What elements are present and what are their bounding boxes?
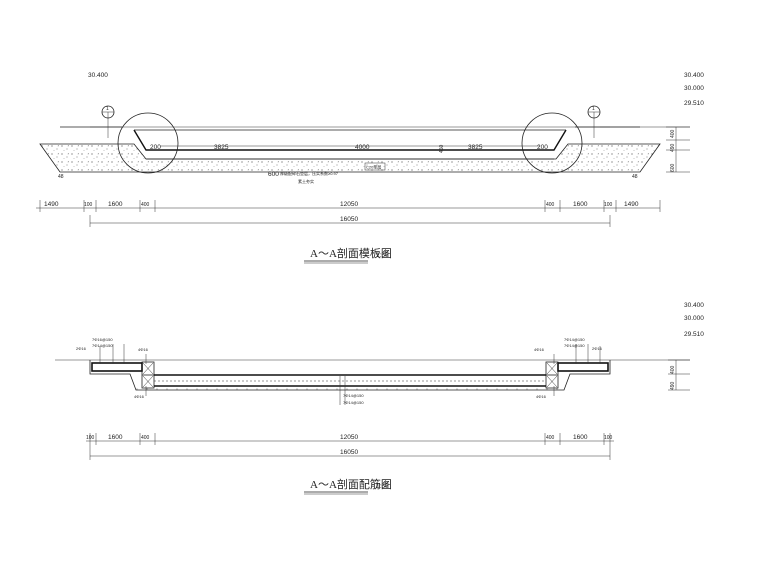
svg-text:400: 400 xyxy=(141,202,150,208)
svg-text:490: 490 xyxy=(670,143,676,152)
svg-text:1: 1 xyxy=(106,106,109,112)
slab-outline xyxy=(133,129,567,151)
c20-note: C20垫层 xyxy=(366,164,381,170)
svg-text:1490: 1490 xyxy=(44,201,59,208)
leaders-2 xyxy=(99,344,601,405)
svg-text:1600: 1600 xyxy=(108,201,123,208)
right-elevation-1: 30.400 xyxy=(684,72,704,79)
section-reinforcement: 30.400 30.000 29.510 xyxy=(55,302,704,495)
svg-text:490: 490 xyxy=(670,381,676,390)
rebar-label-center-1: 7Φ14@150 xyxy=(343,393,364,398)
rebar-label-4-16-tr: 4Φ16 xyxy=(534,347,545,352)
rebar-label-tl-1: 7Φ16@150 xyxy=(92,337,113,342)
vertical-dims: 400 490 600 xyxy=(666,126,690,173)
rebar-top-left xyxy=(91,362,143,372)
svg-text:100: 100 xyxy=(604,202,613,208)
note-600: 600 xyxy=(268,171,279,178)
title-reinforcement: A～A剖面配筋图 xyxy=(310,477,392,491)
svg-text:100: 100 xyxy=(86,435,95,441)
dim-3825-right: 3825 xyxy=(468,144,483,151)
slab-gravel-2 xyxy=(136,387,564,390)
dim-4000: 4000 xyxy=(355,144,370,151)
rebar-label-2-16-left: 2Φ16 xyxy=(76,346,87,351)
vertical-dims-2: 490 400 xyxy=(668,359,690,391)
rebar-top-right xyxy=(557,362,609,372)
dim-200-right: 200 xyxy=(537,144,548,151)
svg-text:400: 400 xyxy=(670,365,676,374)
right-elevation-3b: 29.510 xyxy=(684,331,704,338)
rebar-label-center-2: 7Φ14@150 xyxy=(343,400,364,405)
right-elevation-1b: 30.400 xyxy=(684,302,704,309)
title-formwork: A～A剖面模板图 xyxy=(310,246,392,260)
rebar-label-2-16-right: 2Φ16 xyxy=(592,346,603,351)
dim-200-left: 200 xyxy=(150,144,161,151)
rebar-label-tr-2: 7Φ14@150 xyxy=(564,343,585,348)
svg-text:100: 100 xyxy=(604,435,613,441)
svg-text:400: 400 xyxy=(670,129,676,138)
svg-text:1600: 1600 xyxy=(573,201,588,208)
rebar-label-4-16-br: 4Φ16 xyxy=(536,394,547,399)
detail-bubble-right: 1 xyxy=(587,105,601,138)
slope-left: 48 xyxy=(58,174,64,180)
note-gravel: 厚级配碎石垫层，压实系数≥0.97 xyxy=(280,170,339,176)
scale-reinforcement: 1:50 xyxy=(376,483,389,490)
detail-circle-right xyxy=(521,112,583,174)
svg-text:400: 400 xyxy=(141,435,150,441)
rebar-label-tl-2: 7Φ14@150 xyxy=(92,343,113,348)
dim-chain-bottom-2: 100 1600 400 12050 400 1600 100 16050 xyxy=(86,433,614,460)
right-elevation-3: 29.510 xyxy=(684,100,704,107)
svg-text:16050: 16050 xyxy=(340,216,358,223)
svg-text:12050: 12050 xyxy=(340,434,358,441)
svg-text:12050: 12050 xyxy=(340,201,358,208)
svg-text:1600: 1600 xyxy=(108,434,123,441)
svg-text:16050: 16050 xyxy=(340,449,358,456)
left-elevation: 30.400 xyxy=(88,72,108,79)
svg-text:400: 400 xyxy=(546,435,555,441)
svg-text:600: 600 xyxy=(670,163,676,172)
right-elevation-2: 30.000 xyxy=(684,85,704,92)
scale-formwork: 1:50 xyxy=(376,252,389,259)
dim-450: 450 xyxy=(439,144,445,153)
slope-right: 48 xyxy=(632,174,638,180)
gravel-base xyxy=(39,143,661,173)
detail-bubble-left: 1 xyxy=(101,105,115,138)
svg-text:1: 1 xyxy=(592,106,595,112)
dim-chain-bottom: 1490 100 1600 400 12050 400 1600 100 149… xyxy=(36,200,661,227)
rebar-label-4-16-bl: 4Φ16 xyxy=(134,394,145,399)
note-soil: 素土夯实 xyxy=(298,178,314,184)
detail-circle-left xyxy=(117,112,179,174)
c20-note-box xyxy=(364,162,386,171)
rebar-label-tr-1: 7Φ14@150 xyxy=(564,337,585,342)
svg-text:400: 400 xyxy=(546,202,555,208)
svg-text:100: 100 xyxy=(84,202,93,208)
dim-3825-left: 3825 xyxy=(214,144,229,151)
svg-text:1490: 1490 xyxy=(624,201,639,208)
rebar-label-4-16-tl: 4Φ16 xyxy=(138,347,149,352)
svg-text:1600: 1600 xyxy=(573,434,588,441)
section-formwork: 30.400 30.400 30.000 29.510 1 1 xyxy=(36,72,704,264)
right-elevation-2b: 30.000 xyxy=(684,315,704,322)
